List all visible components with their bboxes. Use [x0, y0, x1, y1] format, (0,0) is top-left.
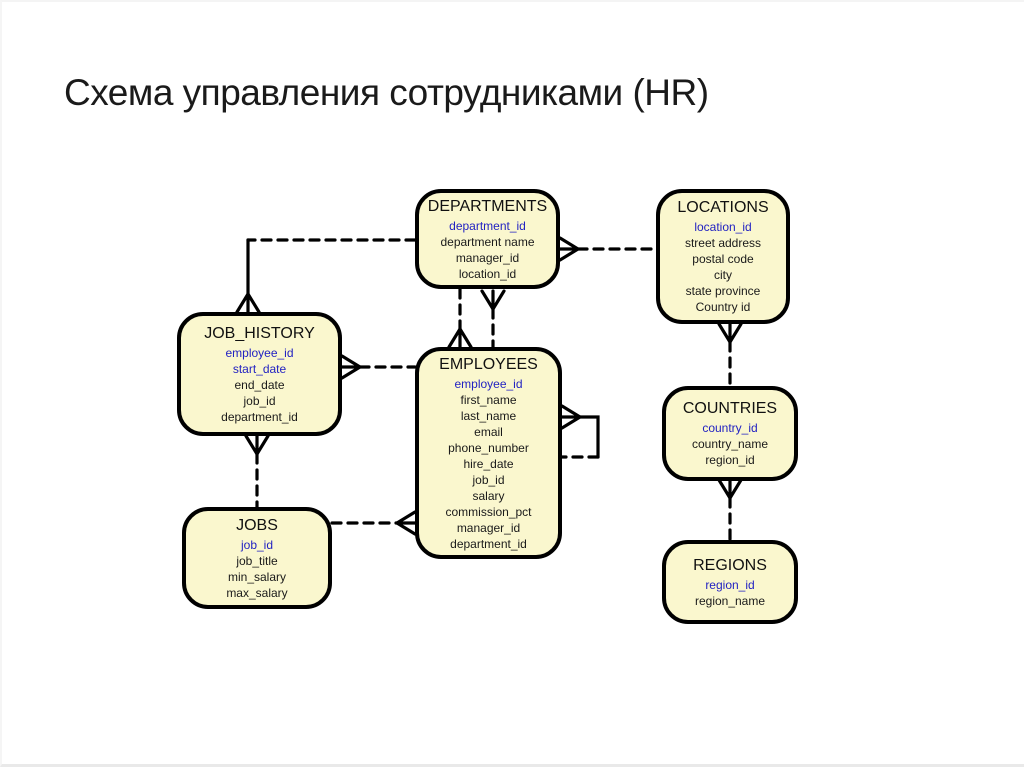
- entity-field: state province: [685, 284, 761, 298]
- crow-foot-icon: [235, 292, 261, 314]
- entity-field-pk: employee_id: [454, 376, 523, 391]
- entity-field-pk: start_date: [232, 361, 287, 376]
- entity-field: job_id: [472, 472, 505, 487]
- entity-employees: EMPLOYEES employee_id first_name last_na…: [415, 347, 562, 559]
- entity-title: JOBS: [236, 516, 278, 534]
- entity-locations: LOCATIONS location_id street address pos…: [656, 189, 790, 324]
- entity-field: department name: [440, 234, 535, 249]
- crow-foot-icon: [340, 354, 362, 380]
- crow-foot-icon: [395, 510, 417, 536]
- entity-field: last_name: [460, 408, 517, 423]
- connector-employees-self: [560, 404, 600, 459]
- connector-departments-locations: [558, 236, 658, 262]
- entity-departments: DEPARTMENTS department_id department nam…: [415, 189, 560, 289]
- connector-employees-jobhistory: [340, 354, 417, 380]
- entity-regions: REGIONS region_id region_name: [662, 540, 798, 624]
- entity-field: manager_id: [456, 520, 521, 535]
- crow-foot-icon: [560, 404, 582, 430]
- entity-field: postal code: [692, 252, 754, 266]
- connector-locations-countries: [717, 322, 743, 388]
- connector-countries-regions: [717, 478, 743, 542]
- connector-jobs-jobhistory: [244, 434, 270, 509]
- crow-foot-icon: [717, 322, 743, 344]
- entity-field: min_salary: [227, 569, 287, 584]
- entity-field: Country id: [695, 300, 751, 314]
- entity-field: first_name: [460, 392, 517, 407]
- entity-field-pk: country_id: [702, 421, 758, 435]
- entity-field: job_id: [243, 393, 276, 408]
- entity-title: LOCATIONS: [677, 199, 769, 216]
- entity-field: commission_pct: [445, 504, 532, 519]
- entity-field: max_salary: [226, 585, 288, 600]
- entity-jobs: JOBS job_id job_title min_salary max_sal…: [182, 507, 332, 609]
- page-title: Схема управления сотрудниками (HR): [64, 72, 709, 113]
- entity-field: hire_date: [463, 456, 514, 471]
- crow-foot-icon: [717, 478, 743, 500]
- entity-field: region_id: [705, 453, 755, 467]
- entity-field-pk: location_id: [694, 220, 752, 234]
- entity-field: street address: [684, 236, 762, 250]
- entity-field: end_date: [234, 377, 285, 392]
- entity-field: manager_id: [455, 250, 520, 265]
- entity-job-history: JOB_HISTORY employee_id start_date end_d…: [177, 312, 342, 436]
- entity-title: JOB_HISTORY: [204, 324, 315, 342]
- entity-title: EMPLOYEES: [439, 355, 538, 373]
- entity-field: country_name: [691, 437, 769, 451]
- entity-title: COUNTRIES: [682, 400, 778, 417]
- entity-field: email: [474, 424, 503, 439]
- entity-field-pk: employee_id: [225, 345, 294, 360]
- entity-field: salary: [472, 488, 505, 503]
- entity-field: department_id: [221, 409, 298, 424]
- connector-departments-employees: [447, 287, 473, 349]
- entity-field: region_name: [694, 593, 766, 608]
- entity-title: REGIONS: [693, 556, 767, 574]
- entity-countries: COUNTRIES country_id country_name region…: [662, 386, 798, 481]
- connector-employees-departments-manager: [480, 289, 506, 349]
- crow-foot-icon: [244, 434, 270, 456]
- entity-field: job_title: [236, 553, 278, 568]
- connector-jobs-employees: [330, 510, 417, 536]
- connector-departments-jobhistory: [235, 238, 417, 314]
- entity-field: city: [714, 268, 732, 282]
- entity-title: DEPARTMENTS: [427, 197, 548, 215]
- entity-field-pk: job_id: [240, 537, 274, 552]
- entity-field: department_id: [450, 536, 527, 551]
- entity-field-pk: department_id: [449, 218, 526, 233]
- entity-field: phone_number: [448, 440, 529, 455]
- crow-foot-icon: [558, 236, 580, 262]
- crow-foot-icon: [447, 327, 473, 349]
- entity-field: location_id: [458, 266, 517, 281]
- entity-field-pk: region_id: [705, 577, 755, 592]
- crow-foot-icon: [480, 289, 506, 311]
